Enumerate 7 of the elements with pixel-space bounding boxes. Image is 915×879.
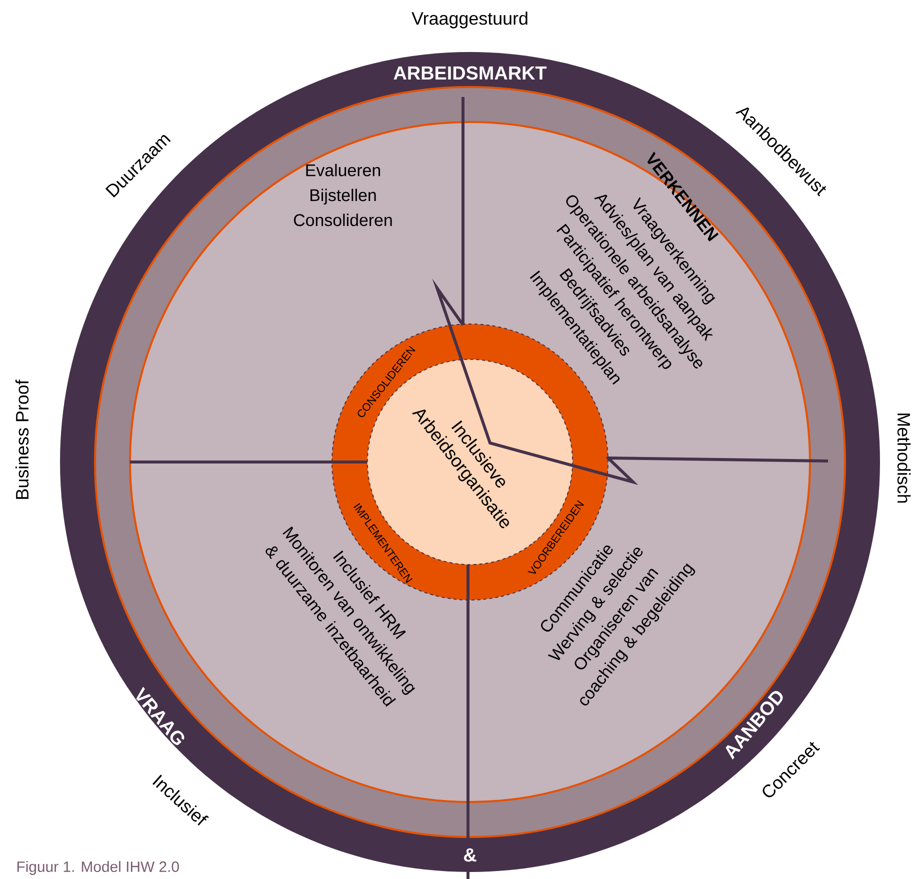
outer-label: Methodisch bbox=[897, 414, 911, 503]
caption: Figuur 1. Model IHW 2.0 bbox=[17, 861, 179, 875]
outer-label: Vraaggestuurd bbox=[412, 12, 528, 28]
ring-label: & bbox=[464, 848, 476, 862]
activity-list: Evalueren Bijstellen Consolideren bbox=[294, 164, 392, 226]
outer-label: Business Proof bbox=[15, 380, 29, 499]
ring-label: ARBEIDSMARKT bbox=[394, 66, 547, 80]
